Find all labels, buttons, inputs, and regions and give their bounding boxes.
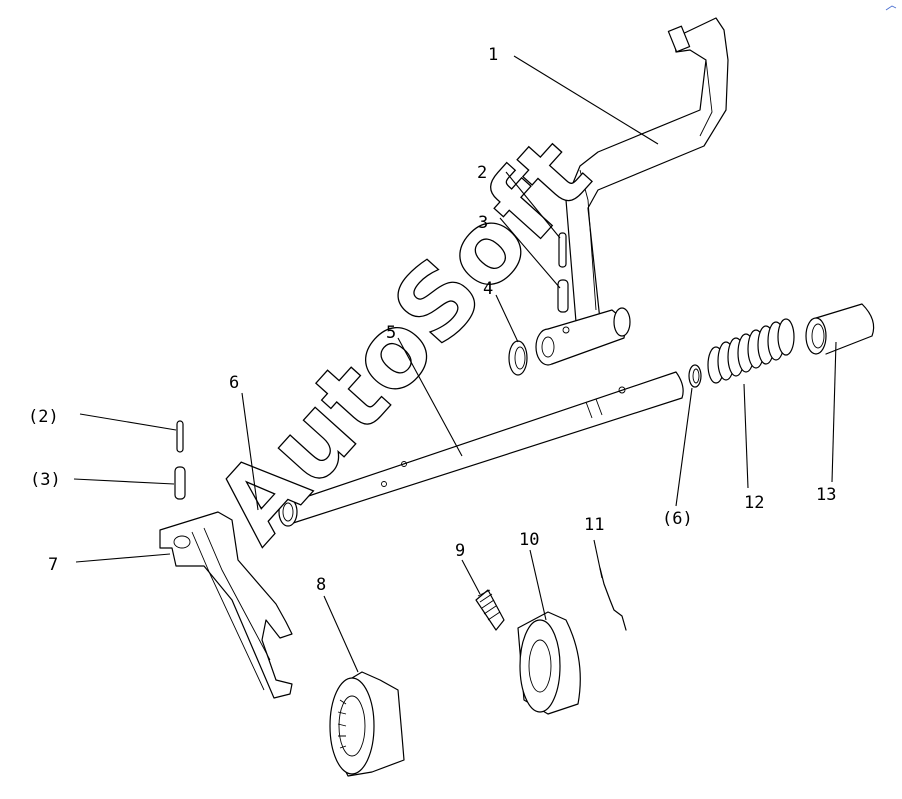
label-11: 11 [584, 515, 604, 535]
label-2b: (2) [28, 407, 59, 427]
label-2: 2 [477, 163, 487, 183]
part-8-gear-hub [329, 671, 405, 777]
label-9: 9 [455, 541, 465, 561]
part-6b-ring [688, 364, 702, 388]
part-4-ring [508, 340, 528, 376]
label-12: 12 [744, 493, 764, 513]
part-3b-pin [174, 466, 186, 500]
part-2-pin [558, 232, 567, 268]
corner-mark [885, 5, 897, 11]
label-6b: (6) [662, 509, 693, 529]
label-5: 5 [386, 323, 396, 343]
label-3: 3 [478, 213, 488, 233]
part-3-pin [557, 279, 569, 313]
label-13: 13 [816, 485, 836, 505]
part-2b-pin [176, 420, 184, 453]
part-12-spring [707, 318, 795, 384]
callout-labels: 1 2 3 4 5 6 (2) (3) 7 8 9 10 11 (6) 12 1… [28, 45, 836, 595]
part-7-shift-fork [159, 511, 293, 699]
label-6: 6 [229, 373, 239, 393]
label-7: 7 [48, 555, 58, 575]
part-10-sync-ring [517, 611, 581, 715]
part-11-spring-clip [599, 567, 627, 631]
part-5-shift-shaft [278, 371, 684, 527]
label-1: 1 [488, 45, 498, 65]
label-4: 4 [483, 279, 493, 299]
part-9-bolt [475, 589, 505, 631]
part-1-shift-lever [535, 17, 729, 366]
leader-lines [73, 55, 837, 673]
label-8: 8 [316, 575, 326, 595]
part-13-sleeve [805, 303, 875, 355]
label-10: 10 [519, 530, 539, 550]
label-3b: (3) [30, 470, 61, 490]
